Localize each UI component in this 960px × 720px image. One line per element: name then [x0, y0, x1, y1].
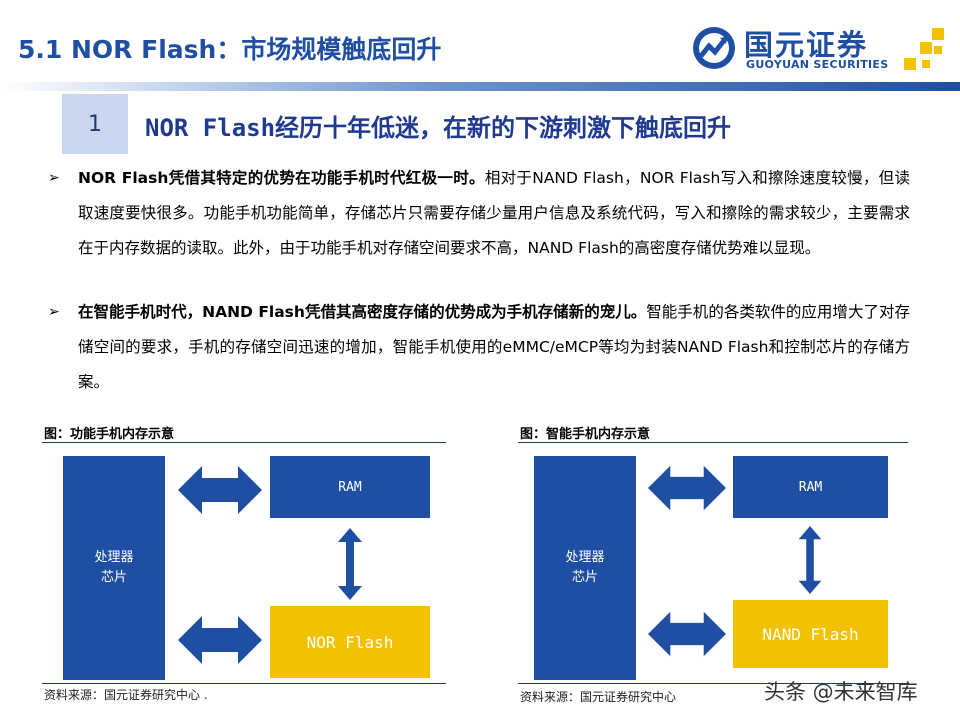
right-figure-source: 资料来源：国元证券研究中心 — [520, 690, 677, 704]
double-arrow-horizontal-icon — [648, 611, 726, 657]
left-figure-source: 资料来源：国元证券研究中心 . — [44, 686, 208, 703]
bullet-arrow-icon: ➢ — [48, 304, 60, 320]
right-ram-block: RAM — [733, 456, 888, 518]
right-flash-block: NAND Flash — [733, 600, 888, 668]
page-title: 5.1 NOR Flash：市场规模触底回升 — [18, 35, 442, 64]
right-figure-title: 图：智能手机内存示意 — [520, 427, 651, 442]
left-figure-bottom-rule — [42, 683, 446, 684]
right-processor-block: 处理器 芯片 — [534, 456, 636, 680]
left-source-suffix: . — [203, 688, 208, 702]
double-arrow-horizontal-icon — [648, 465, 726, 511]
right-figure-rule — [518, 442, 908, 443]
left-source-text: 资料来源：国元证券研究中心 — [44, 688, 201, 702]
left-ram-block: RAM — [270, 456, 430, 518]
bullet-2-bold: 在智能手机时代，NAND Flash凭借其高密度存储的优势成为手机存储新的宠儿。 — [78, 303, 647, 321]
processor-label-line2: 芯片 — [571, 570, 598, 585]
bullet-1-text: 相对于NAND Flash，NOR Flash写入和擦除速度较慢，但读取速度要快… — [78, 169, 910, 257]
bullet-2-text: 智能手机的各类软件的应用增大了对存储空间的要求，手机的存储空间迅速的增加，智能手… — [78, 303, 910, 391]
section-heading: NOR Flash经历十年低迷，在新的下游刺激下触底回升 — [145, 114, 732, 142]
processor-label-line2: 芯片 — [100, 570, 127, 585]
stairs-logo-icon — [904, 28, 944, 70]
left-flash-block: NOR Flash — [270, 606, 430, 678]
double-arrow-vertical-icon — [798, 526, 822, 594]
bullet-paragraph-2: 在智能手机时代，NAND Flash凭借其高密度存储的优势成为手机存储新的宠儿。… — [78, 295, 910, 400]
bullet-paragraph-1: NOR Flash凭借其特定的优势在功能手机时代红极一时。相对于NAND Fla… — [78, 161, 910, 266]
watermark: 头条 @未来智库 — [764, 680, 918, 704]
section-number: 1 — [62, 94, 128, 154]
processor-label-line1: 处理器 — [565, 550, 605, 565]
left-figure-rule — [42, 442, 446, 443]
header-divider — [0, 82, 960, 91]
guoyuan-logo-icon — [693, 27, 735, 69]
double-arrow-horizontal-icon — [178, 466, 262, 514]
processor-label-line1: 处理器 — [94, 550, 134, 565]
left-figure-title: 图：功能手机内存示意 — [44, 427, 175, 442]
double-arrow-horizontal-icon — [178, 616, 262, 664]
logo-text-cn: 国元证券 — [744, 28, 869, 62]
double-arrow-vertical-icon — [338, 528, 362, 600]
bullet-1-bold: NOR Flash凭借其特定的优势在功能手机时代红极一时。 — [78, 169, 485, 187]
logo-text-en: GUOYUAN SECURITIES — [746, 58, 889, 71]
left-processor-block: 处理器 芯片 — [63, 456, 165, 680]
right-figure-bottom-rule — [518, 683, 908, 684]
bullet-arrow-icon: ➢ — [48, 170, 60, 186]
